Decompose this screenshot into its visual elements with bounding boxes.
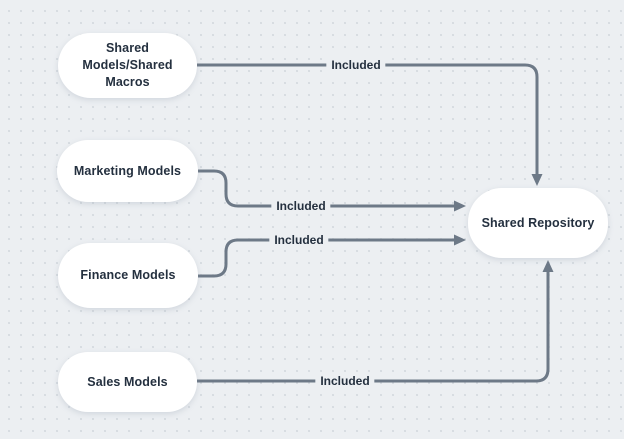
node-finance-models[interactable]: Finance Models xyxy=(58,243,198,308)
node-shared-models-label: Shared Models/Shared Macros xyxy=(82,41,173,89)
node-marketing-models[interactable]: Marketing Models xyxy=(57,140,198,202)
node-shared-repository-label: Shared Repository xyxy=(481,215,595,230)
edge-label-included-marketing: Included xyxy=(271,198,331,214)
node-finance-models-label: Finance Models xyxy=(80,268,176,282)
edge-finance-models-to-repository xyxy=(198,238,454,278)
arrowhead-right-icon xyxy=(454,200,466,212)
node-marketing-models-label: Marketing Models xyxy=(73,163,182,178)
arrowhead-right-icon xyxy=(454,234,466,246)
node-sales-models[interactable]: Sales Models xyxy=(58,352,197,412)
node-shared-models[interactable]: Shared Models/Shared Macros xyxy=(58,33,197,98)
edge-label-included-top: Included xyxy=(326,57,386,73)
edge-shared-models-to-repository xyxy=(197,63,539,174)
edge-marketing-models-to-repository xyxy=(198,169,454,208)
edge-label-included-sales: Included xyxy=(315,373,375,389)
edge-label-included-finance: Included xyxy=(269,232,329,248)
node-shared-repository[interactable]: Shared Repository xyxy=(468,188,608,258)
node-sales-models-label: Sales Models xyxy=(87,374,168,389)
edge-sales-models-to-repository xyxy=(197,272,550,383)
arrowhead-down-icon xyxy=(531,174,543,186)
arrowhead-up-icon xyxy=(542,260,554,272)
